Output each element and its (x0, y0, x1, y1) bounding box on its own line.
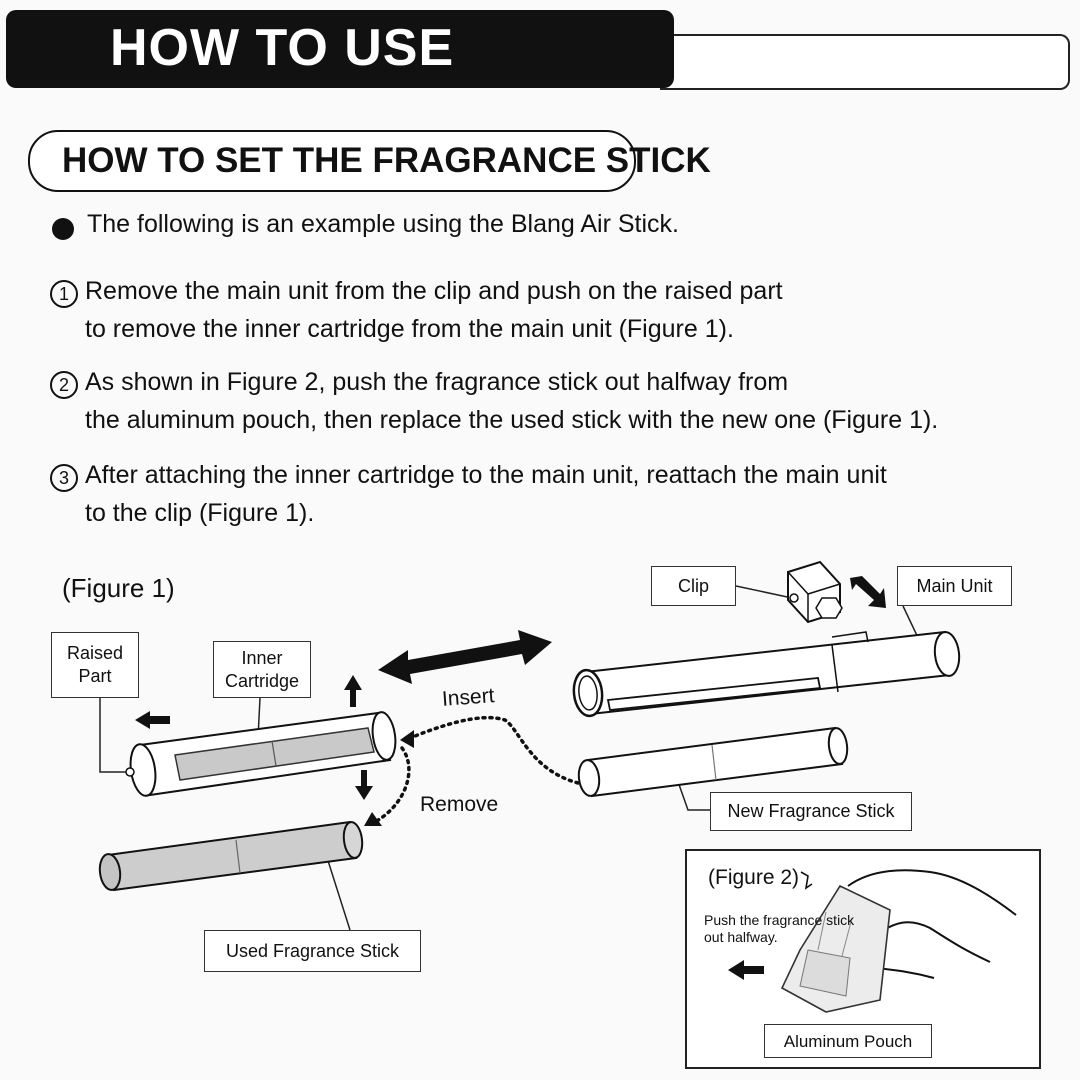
figure-1-title: (Figure 1) (62, 573, 175, 603)
header-rule (660, 34, 1070, 90)
raised-part-label-line-2: Part (78, 666, 112, 686)
step-3-line-1: After attaching the inner cartridge to t… (85, 461, 887, 489)
figure-2-instruction-line-1: Push the fragrance stick (704, 912, 855, 928)
remove-label: Remove (420, 793, 499, 816)
main-unit-icon (572, 630, 961, 718)
cartridge-arrows (135, 675, 373, 800)
used-stick-icon (98, 820, 364, 892)
used-stick-label: Used Fragrance Stick (204, 930, 421, 972)
page-title: HOW TO USE (110, 19, 455, 77)
inner-cartridge-label-line-2: Cartridge (224, 670, 300, 691)
insert-arrowhead-icon (400, 730, 414, 748)
step-3-number: 3 (50, 464, 78, 492)
aluminum-pouch-icon (780, 884, 891, 1013)
arrow-left-icon (135, 711, 170, 729)
bullet-icon (52, 218, 74, 240)
raised-part-label: Raised Part (51, 632, 139, 698)
intro-text: The following is an example using the Bl… (87, 210, 679, 238)
clip-arrow-icon (850, 576, 886, 608)
new-stick-label: New Fragrance Stick (710, 792, 912, 831)
inner-cartridge-icon (125, 711, 397, 797)
arrow-up-icon (344, 675, 362, 707)
clip-leader (735, 585, 793, 599)
clip-label: Clip (651, 566, 736, 606)
inner-cartridge-label-line-1: Inner (241, 647, 283, 668)
step-3-text: After attaching the inner cartridge to t… (85, 456, 887, 532)
new-stick-leader (675, 775, 710, 811)
remove-path (373, 746, 411, 824)
remove-arrowhead-icon (364, 812, 382, 826)
double-arrow-icon (378, 630, 552, 684)
section-title: HOW TO SET THE FRAGRANCE STICK (62, 141, 711, 180)
section-heading-frame (28, 130, 636, 192)
aluminum-pouch-label: Aluminum Pouch (764, 1024, 932, 1058)
figure-2-curve-arrow-icon (800, 871, 813, 890)
step-2-line-2: the aluminum pouch, then replace the use… (85, 406, 939, 434)
step-2-line-1: As shown in Figure 2, push the fragrance… (85, 368, 789, 396)
figure-2-instruction-line-2: out halfway. (704, 929, 778, 945)
clip-icon (787, 560, 843, 624)
inner-cartridge-label: Inner Cartridge (213, 641, 311, 698)
step-1-text: Remove the main unit from the clip and p… (85, 272, 783, 348)
figure-2-title: (Figure 2) (708, 866, 800, 889)
insert-path (408, 715, 580, 785)
step-1-line-2: to remove the inner cartridge from the m… (85, 315, 734, 343)
step-3-line-2: to the clip (Figure 1). (85, 499, 315, 527)
raised-part-leader (99, 698, 128, 773)
figure-2-instruction: Push the fragrance stick out halfway. (704, 912, 854, 946)
step-1-number: 1 (50, 280, 78, 308)
step-2-number: 2 (50, 371, 78, 399)
step-1-line-1: Remove the main unit from the clip and p… (85, 277, 783, 305)
step-2-text: As shown in Figure 2, push the fragrance… (85, 363, 938, 439)
figure-2-arrow-left-icon (728, 960, 764, 980)
new-stick-icon (577, 726, 849, 798)
arrow-down-icon (355, 770, 373, 800)
header-bar (6, 10, 674, 88)
raised-part-label-line-1: Raised (66, 643, 124, 663)
main-unit-label: Main Unit (897, 566, 1012, 606)
